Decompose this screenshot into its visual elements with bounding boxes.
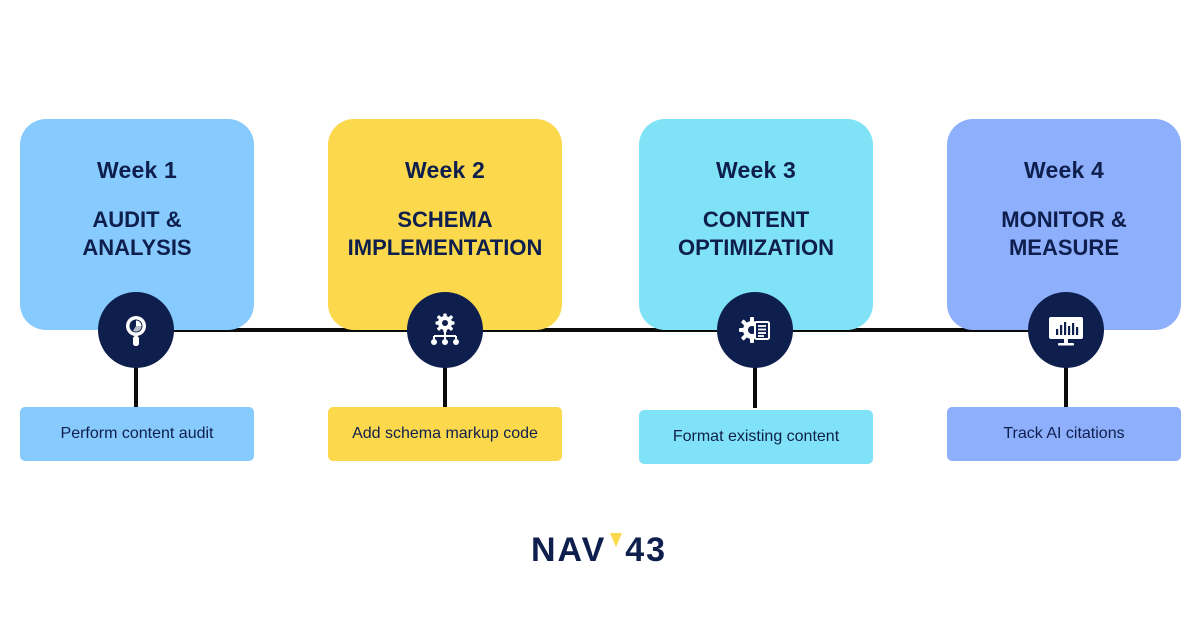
task-box-week-2: Add schema markup code (328, 407, 562, 461)
timeline-stem (1064, 366, 1068, 408)
week-label: Week 2 (404, 157, 486, 183)
timeline-stem (753, 366, 757, 408)
timeline-node-2 (407, 292, 483, 368)
magnifier-chart-icon (126, 316, 146, 346)
timeline-node-4 (1028, 292, 1104, 368)
timeline-line (136, 328, 1066, 332)
step-card-week-2: Week 2 SCHEMA IMPLEMENTATION (328, 119, 562, 330)
task-box-week-1: Perform content audit (20, 407, 254, 461)
monitor-bar-chart-icon (1049, 317, 1083, 346)
logo-text-right: 43 (625, 531, 668, 569)
nav43-logo: NAV 43 (531, 528, 667, 572)
week-label: Week 1 (96, 157, 178, 183)
task-label: Format existing content (672, 428, 840, 445)
task-box-week-4: Track AI citations (947, 407, 1181, 461)
step-title: MONITOR & MEASURE (1001, 207, 1127, 260)
task-label: Add schema markup code (352, 425, 538, 442)
week-label: Week 4 (1023, 157, 1105, 183)
task-label: Track AI citations (1003, 425, 1125, 442)
step-title: AUDIT & ANALYSIS (82, 207, 192, 260)
timeline-node-1 (98, 292, 174, 368)
task-box-week-3: Format existing content (639, 410, 873, 464)
step-card-week-3: Week 3 CONTENT OPTIMIZATION (639, 119, 873, 330)
logo-text-left: NAV (531, 531, 607, 569)
task-label: Perform content audit (60, 425, 214, 442)
gear-hierarchy-icon (431, 313, 459, 345)
timeline-node-3 (717, 292, 793, 368)
step-title: CONTENT OPTIMIZATION (677, 207, 835, 260)
gear-document-icon (739, 317, 770, 343)
week-label: Week 3 (715, 157, 797, 183)
timeline-stem (134, 366, 138, 408)
step-title: SCHEMA IMPLEMENTATION (347, 207, 543, 260)
timeline-stem (443, 366, 447, 408)
logo-accent-mark (610, 533, 623, 547)
